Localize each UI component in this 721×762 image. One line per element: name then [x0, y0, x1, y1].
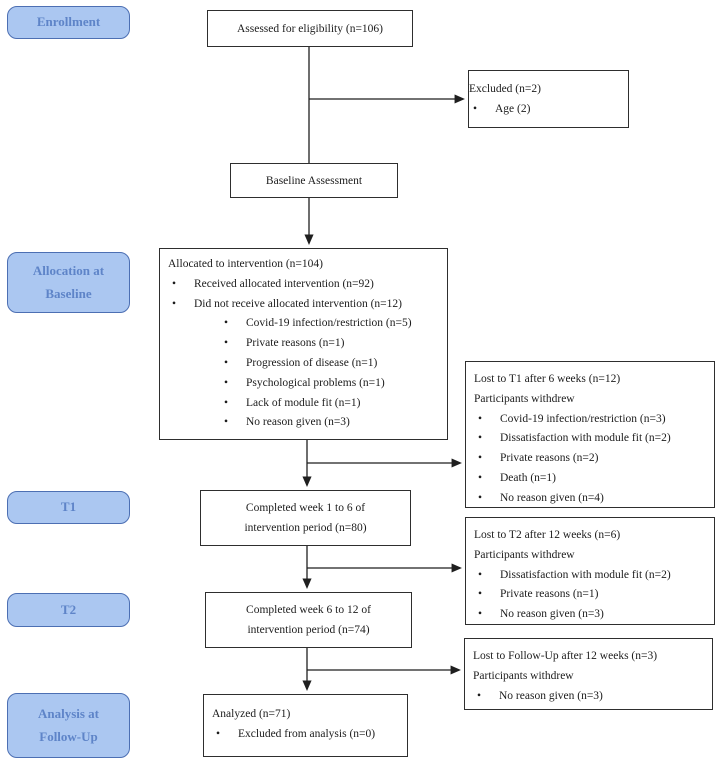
stage-label-text: Allocation at Baseline	[32, 262, 105, 301]
lost-to-followup-box: Lost to Follow-Up after 12 weeks (n=3) P…	[464, 638, 713, 710]
list-item: No reason given (n=3)	[473, 687, 707, 707]
box-title: Analyzed (n=71)	[212, 708, 291, 720]
list-item: Age (2)	[469, 99, 628, 119]
sub-list-item: No reason given (n=3)	[168, 413, 442, 433]
stage-label-enrollment: Enrollment	[7, 6, 130, 39]
sub-list-item: Private reasons (n=1)	[168, 334, 442, 354]
list-item-text: Psychological problems (n=1)	[246, 376, 385, 389]
stage-label-text: Enrollment	[36, 14, 101, 30]
box-title: Excluded (n=2)	[469, 83, 541, 95]
box-title: Lost to T2 after 12 weeks (n=6)	[474, 529, 621, 541]
list-item: Covid-19 infection/restriction (n=3)	[474, 410, 709, 430]
analyzed-box: Analyzed (n=71) Excluded from analysis (…	[203, 694, 408, 757]
list-item-text: Private reasons (n=1)	[500, 588, 599, 601]
list-item-text: Excluded from analysis (n=0)	[238, 728, 376, 740]
baseline-assessment-box: Baseline Assessment	[230, 163, 398, 198]
list-item-text: Private reasons (n=1)	[246, 337, 345, 350]
list-item-text: Covid-19 infection/restriction (n=5)	[246, 317, 412, 330]
sub-list-item: Lack of module fit (n=1)	[168, 394, 442, 414]
stage-label-text: T1	[60, 499, 77, 515]
list-item-text: Age (2)	[495, 103, 531, 115]
list-item: Dissatisfaction with module fit (n=2)	[474, 566, 709, 586]
box-title: Allocated to intervention (n=104)	[168, 258, 323, 270]
completed-week-6-12-box: Completed week 6 to 12 of intervention p…	[205, 592, 412, 648]
list-item-text: Covid-19 infection/restriction (n=3)	[500, 412, 666, 425]
lost-to-t1-box: Lost to T1 after 6 weeks (n=12) Particip…	[465, 361, 715, 508]
box-text-line2: intervention period (n=74)	[247, 624, 370, 636]
list-item: No reason given (n=3)	[474, 605, 709, 625]
stage-label-analysis-at-followup: Analysis at Follow-Up	[7, 693, 130, 758]
box-text-line2: intervention period (n=80)	[244, 522, 367, 534]
list-item-text: Death (n=1)	[500, 471, 556, 484]
list-item-text: Lack of module fit (n=1)	[246, 396, 361, 409]
box-text-line1: Completed week 1 to 6 of	[245, 502, 366, 514]
sub-list-item: Progression of disease (n=1)	[168, 354, 442, 374]
box-subtitle: Participants withdrew	[474, 548, 575, 561]
list-item-text: No reason given (n=3)	[246, 416, 350, 429]
list-item: Death (n=1)	[474, 469, 709, 489]
completed-week-1-6-box: Completed week 1 to 6 of intervention pe…	[200, 490, 411, 546]
list-item-text: No reason given (n=3)	[500, 608, 604, 621]
list-item-text: Dissatisfaction with module fit (n=2)	[500, 432, 671, 445]
stage-label-text: T2	[60, 601, 77, 617]
list-item-text: Did not receive allocated intervention (…	[194, 297, 402, 310]
box-subtitle: Participants withdrew	[473, 669, 574, 682]
stage-label-text: Analysis at Follow-Up	[37, 705, 100, 744]
lost-to-t2-box: Lost to T2 after 12 weeks (n=6) Particip…	[465, 517, 715, 625]
list-item: Received allocated intervention (n=92)	[168, 275, 442, 295]
box-title: Lost to T1 after 6 weeks (n=12)	[474, 373, 621, 385]
box-text-line1: Completed week 6 to 12 of	[246, 604, 371, 616]
list-item: Excluded from analysis (n=0)	[212, 724, 402, 744]
box-text: Baseline Assessment	[265, 174, 363, 187]
allocation-box: Allocated to intervention (n=104) Receiv…	[159, 248, 448, 440]
stage-label-allocation-at-baseline: Allocation at Baseline	[7, 252, 130, 313]
sub-list-item: Covid-19 infection/restriction (n=5)	[168, 314, 442, 334]
box-text: Assessed for eligibility (n=106)	[236, 22, 384, 35]
list-item-text: Dissatisfaction with module fit (n=2)	[500, 568, 671, 581]
list-item: Private reasons (n=1)	[474, 585, 709, 605]
list-item: Did not receive allocated intervention (…	[168, 295, 442, 315]
sub-list-item: Psychological problems (n=1)	[168, 374, 442, 394]
assessed-eligibility-box: Assessed for eligibility (n=106)	[207, 10, 413, 47]
list-item-text: Private reasons (n=2)	[500, 452, 599, 465]
stage-label-t1: T1	[7, 491, 130, 524]
list-item: Private reasons (n=2)	[474, 449, 709, 469]
stage-label-t2: T2	[7, 593, 130, 627]
box-title: Lost to Follow-Up after 12 weeks (n=3)	[473, 650, 658, 662]
excluded-box: Excluded (n=2) Age (2)	[468, 70, 629, 128]
list-item: Dissatisfaction with module fit (n=2)	[474, 429, 709, 449]
list-item-text: Received allocated intervention (n=92)	[194, 277, 374, 290]
list-item-text: No reason given (n=4)	[500, 491, 604, 504]
list-item-text: No reason given (n=3)	[499, 689, 603, 702]
list-item: No reason given (n=4)	[474, 489, 709, 509]
box-subtitle: Participants withdrew	[474, 392, 575, 405]
list-item-text: Progression of disease (n=1)	[246, 356, 378, 369]
